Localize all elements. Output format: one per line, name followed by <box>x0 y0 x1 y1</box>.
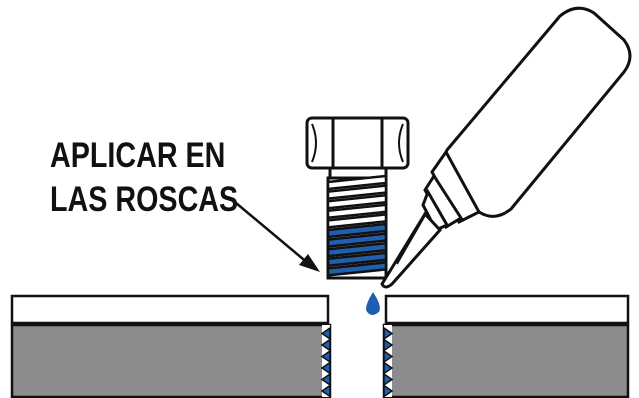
bolt-thread <box>326 261 388 277</box>
hole-thread-teeth <box>320 326 394 398</box>
hole-thread-tooth <box>320 349 331 364</box>
hole-thread-tooth <box>383 384 394 398</box>
hex-bolt-icon <box>305 116 410 280</box>
upper-plate <box>10 294 630 325</box>
hole-thread-tooth <box>383 361 394 375</box>
hole-thread-tooth <box>383 326 394 341</box>
apply-on-threads-label: APLICAR EN LAS ROSCAS <box>50 134 238 222</box>
hole-thread-tooth <box>320 326 331 341</box>
hole-thread-tooth <box>383 349 394 364</box>
bolt-thread <box>326 241 388 258</box>
label-line-2: LAS ROSCAS <box>50 180 239 219</box>
hole-thread-tooth <box>383 338 394 352</box>
bolt-thread <box>326 203 388 220</box>
adhesive-bottle-icon <box>380 6 632 289</box>
hole-thread-tooth <box>320 361 331 375</box>
hole-thread-tooth <box>320 372 331 387</box>
adhesive-drop-icon <box>366 292 380 315</box>
hole-thread-tooth <box>320 384 331 398</box>
arrow-icon <box>235 202 320 272</box>
bolt-threads <box>326 174 388 277</box>
label-line-1: APLICAR EN <box>50 136 226 175</box>
bolt-thread <box>326 174 388 191</box>
bolt-thread <box>326 222 388 239</box>
bolt-thread <box>326 193 388 210</box>
bolt-thread <box>326 251 388 268</box>
bolt-thread <box>326 213 388 229</box>
lower-plate <box>10 323 630 398</box>
bolt-thread <box>326 232 388 248</box>
bolt-thread <box>326 184 388 200</box>
hole-thread-tooth <box>383 372 394 387</box>
hole-thread-tooth <box>320 338 331 352</box>
